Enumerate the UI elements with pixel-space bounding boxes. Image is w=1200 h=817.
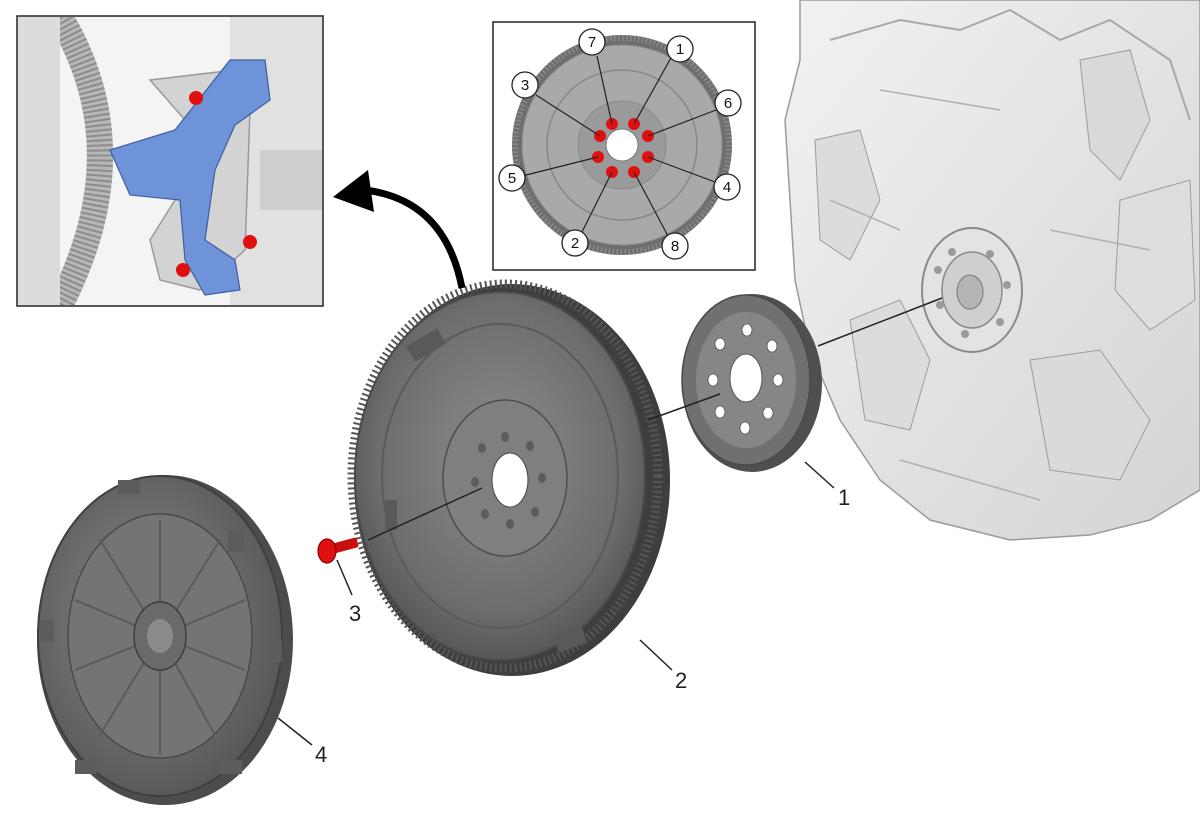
- clutch-pressure-plate: [37, 475, 293, 805]
- sequence-label-5: 5: [508, 170, 516, 187]
- sequence-label-6: 6: [724, 95, 732, 112]
- flywheel: [347, 279, 670, 676]
- tightening-sequence-inset: 1 2 3 4 5 6 7 8: [492, 21, 756, 271]
- arrow-to-inset-icon: [333, 170, 466, 289]
- sequence-label-7: 7: [588, 34, 596, 51]
- spacer-plate: [681, 294, 822, 472]
- sequence-label-4: 4: [723, 179, 731, 196]
- engine-block: [784, 0, 1200, 541]
- leader-lines: [277, 297, 943, 746]
- flywheel-bolt: [317, 537, 359, 564]
- callout-label-1: 1: [838, 485, 850, 510]
- locking-tool-icon: [109, 59, 271, 296]
- callout-label-3: 3: [349, 601, 361, 626]
- locking-tool-inset: [16, 15, 324, 307]
- sequence-label-1: 1: [676, 41, 684, 58]
- sequence-label-3: 3: [521, 77, 529, 94]
- sequence-label-2: 2: [571, 235, 579, 252]
- callout-label-4: 4: [315, 742, 327, 767]
- callout-label-2: 2: [675, 668, 687, 693]
- sequence-label-8: 8: [671, 238, 679, 255]
